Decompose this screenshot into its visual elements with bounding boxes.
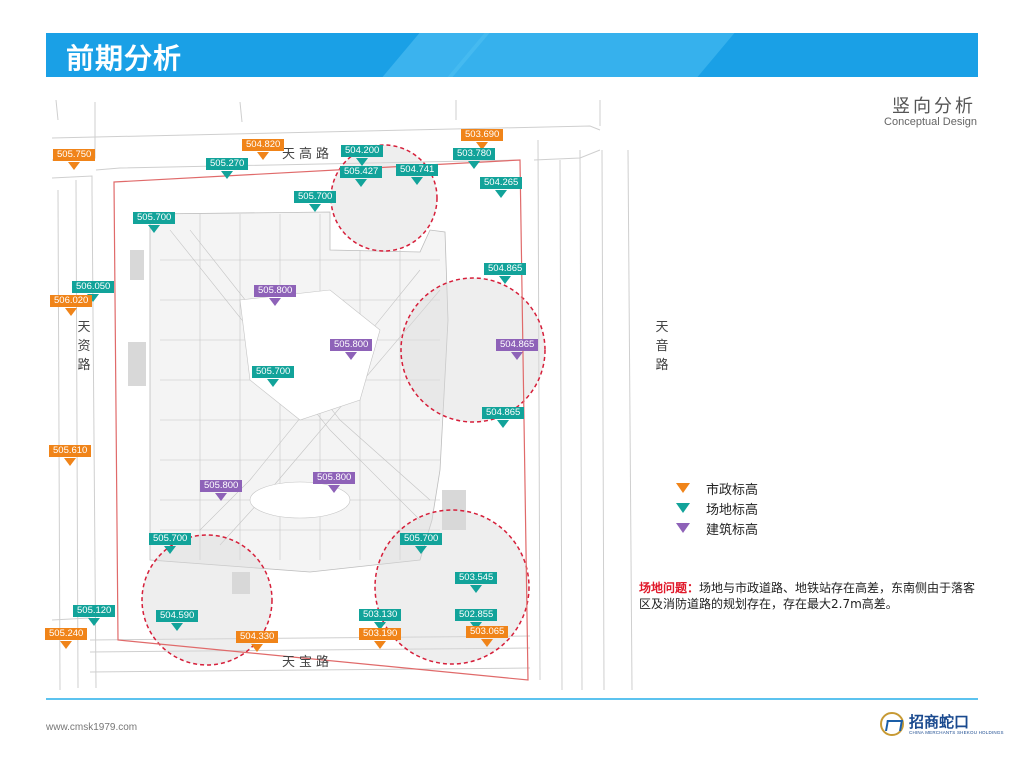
legend-label: 建筑标高	[706, 522, 759, 538]
legend-label: 场地标高	[706, 502, 759, 518]
road-label-east: 天音路	[655, 320, 669, 373]
section-title: 竖向分析	[892, 96, 976, 117]
elevation-marker: 503.065	[466, 626, 509, 647]
elevation-marker: 504.865	[484, 263, 527, 284]
logo-text-en: CHINA MERCHANTS SHEKOU HOLDINGS	[909, 729, 1004, 735]
legend-item-municipal: 市政标高	[676, 478, 758, 498]
issue-label: 场地问题：	[639, 581, 700, 595]
road-label-north: 天高路	[282, 147, 334, 162]
triangle-icon	[676, 523, 690, 533]
elevation-marker: 505.800	[330, 339, 373, 360]
footer-divider	[46, 698, 978, 700]
elevation-marker: 505.800	[313, 472, 356, 493]
triangle-icon	[676, 503, 690, 513]
elevation-marker: 505.700	[133, 212, 176, 233]
elevation-marker: 505.700	[252, 366, 295, 387]
elevation-marker: 503.690	[461, 129, 504, 150]
elevation-marker: 506.020	[50, 295, 93, 316]
elevation-marker: 505.700	[294, 191, 337, 212]
road-label-west: 天资路	[77, 320, 91, 373]
site-issue-note: 场地问题：场地与市政道路、地铁站存在高差，东南侧由于落客区及消防道路的规划存在，…	[639, 580, 984, 612]
elevation-marker: 504.200	[341, 145, 384, 166]
road-label-south: 天宝路	[282, 655, 334, 670]
issue-text: 场地与市政道路、地铁站存在高差，东南侧由于落客区及消防道路的规划存在，存在最大2…	[639, 581, 976, 611]
logo-icon	[880, 712, 904, 736]
elevation-marker: 505.427	[340, 166, 383, 187]
elevation-marker: 505.700	[149, 533, 192, 554]
logo-text-cn: 招商蛇口	[909, 712, 970, 731]
legend: 市政标高 场地标高 建筑标高	[676, 478, 758, 538]
elevation-marker: 504.590	[156, 610, 199, 631]
elevation-marker: 504.865	[496, 339, 539, 360]
elevation-marker: 504.265	[480, 177, 523, 198]
page-title: 前期分析	[66, 42, 183, 75]
elevation-marker: 505.610	[49, 445, 92, 466]
elevation-marker: 504.820	[242, 139, 285, 160]
elevation-marker: 505.240	[45, 628, 88, 649]
legend-item-building: 建筑标高	[676, 518, 758, 538]
legend-label: 市政标高	[706, 482, 759, 498]
elevation-marker: 504.865	[482, 407, 525, 428]
header-bar: 前期分析	[46, 33, 978, 77]
section-title-en: Conceptual Design	[884, 116, 977, 128]
elevation-marker: 505.800	[254, 285, 297, 306]
elevation-marker: 505.750	[53, 149, 96, 170]
elevation-marker: 504.741	[396, 164, 439, 185]
elevation-marker: 505.270	[206, 158, 249, 179]
elevation-marker: 503.130	[359, 609, 402, 630]
legend-item-site: 场地标高	[676, 498, 758, 518]
elevation-marker: 504.330	[236, 631, 279, 652]
elevation-marker: 503.545	[455, 572, 498, 593]
elevation-marker: 506.050	[72, 281, 115, 302]
elevation-marker: 505.700	[400, 533, 443, 554]
elevation-marker: 503.190	[359, 628, 402, 649]
elevation-marker: 505.800	[200, 480, 243, 501]
company-logo: 招商蛇口 CHINA MERCHANTS SHEKOU HOLDINGS	[880, 712, 1004, 736]
elevation-marker: 503.780	[453, 148, 496, 169]
triangle-icon	[676, 483, 690, 493]
website-link[interactable]: www.cmsk1979.com	[46, 722, 138, 733]
elevation-marker: 505.120	[73, 605, 116, 626]
